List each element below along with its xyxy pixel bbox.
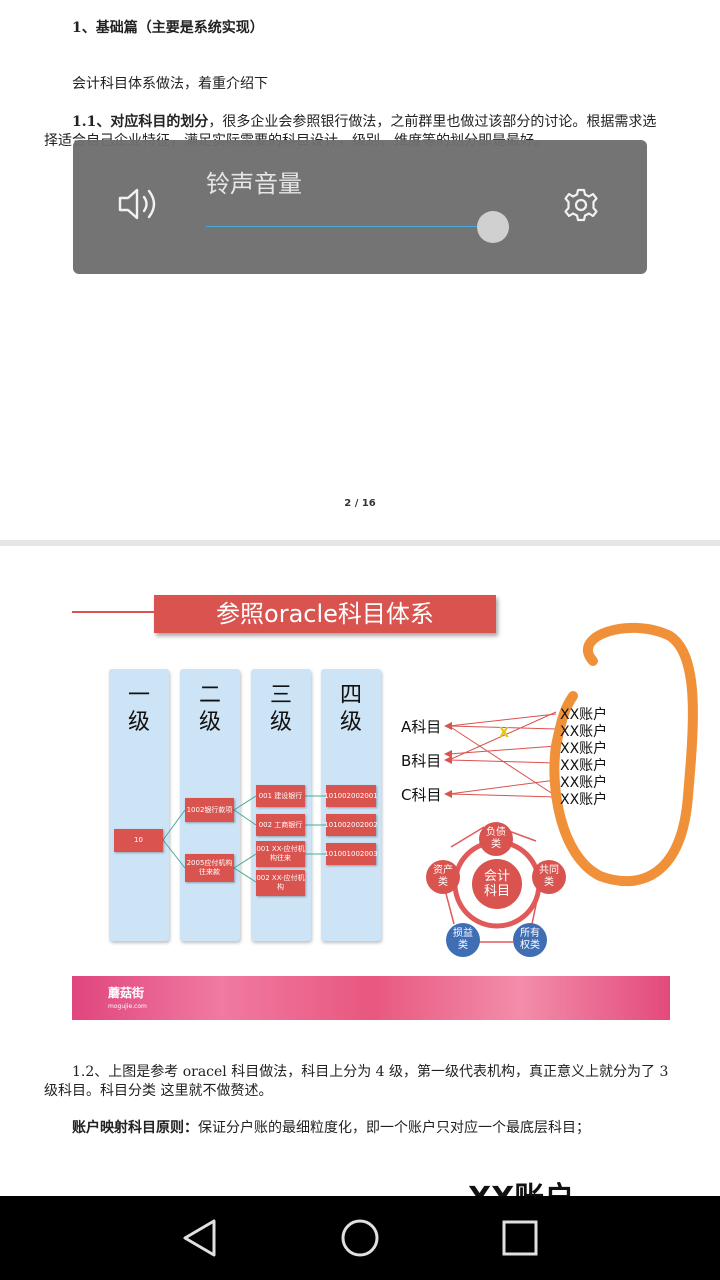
volume-panel: 铃声音量 bbox=[73, 140, 647, 274]
home-circle-icon[interactable] bbox=[336, 1214, 384, 1262]
cycle-profit-loss: 损益 类 bbox=[446, 923, 480, 957]
intro-paragraph: 会计科目体系做法，着重介绍下 bbox=[72, 76, 268, 92]
navigation-bar bbox=[0, 1196, 720, 1280]
cycle-liability: 负债 类 bbox=[479, 822, 513, 856]
section-heading: 1、基础篇（主要是系统实现） bbox=[72, 20, 264, 36]
cycle-asset: 资产 类 bbox=[426, 860, 460, 894]
level-label-1: 一 级 bbox=[127, 683, 150, 735]
account-c-label: C科目 bbox=[401, 786, 442, 804]
cut-off-image-text: XX账户 bbox=[468, 1182, 574, 1196]
slide-title: 参照oracle科目体系 bbox=[154, 595, 496, 633]
section-1-1-text: ，很多企业会参照银行做法，之前群里也做过该部分的讨论。根据需求选 bbox=[208, 114, 657, 130]
node-l3-b: 002 工商银行 bbox=[256, 814, 305, 836]
level-label-4: 四 级 bbox=[339, 683, 362, 735]
principle-title: 账户映射科目原则： bbox=[72, 1120, 198, 1136]
principle-paragraph: 账户映射科目原则：保证分户账的最细粒度化，即一个账户只对应一个最底层科目； bbox=[72, 1118, 590, 1138]
slide-image: 参照oracle科目体系 一 级 二 级 三 级 四 级 bbox=[0, 546, 720, 1036]
volume-slider-thumb[interactable] bbox=[477, 211, 510, 243]
account-b-label: B科目 bbox=[401, 752, 442, 770]
annotation-circle bbox=[549, 622, 698, 887]
principle-text: 保证分户账的最细粒度化，即一个账户只对应一个最底层科目； bbox=[198, 1120, 590, 1136]
section-1-1-line1: 1.1、对应科目的划分，很多企业会参照银行做法，之前群里也做过该部分的讨论。根据… bbox=[72, 112, 656, 132]
cycle-equity: 所有 权类 bbox=[513, 923, 547, 957]
volume-title: 铃声音量 bbox=[206, 170, 302, 198]
cycle-common: 共同 类 bbox=[532, 860, 566, 894]
gear-icon[interactable] bbox=[563, 187, 599, 223]
xx-account-4: XX账户 bbox=[560, 758, 608, 774]
node-l4-b: 101002002002 bbox=[324, 814, 378, 836]
section-1-1-title: 1.1、对应科目的划分 bbox=[72, 114, 209, 130]
xx-account-1: XX账户 bbox=[560, 707, 608, 723]
node-l3-d: 002 XX-应付机构 bbox=[256, 870, 305, 896]
node-l2-b: 2005应付机构往来款 bbox=[185, 854, 234, 882]
xx-account-6: XX账户 bbox=[560, 792, 608, 808]
para-1-2-line1: 1.2、上图是参考 oracel 科目做法，科目上分为 4 级，第一级代表机构，… bbox=[72, 1064, 669, 1080]
node-l4-a: 101002002001 bbox=[324, 785, 378, 807]
xx-account-3: XX账户 bbox=[560, 741, 608, 757]
level-label-2: 二 级 bbox=[198, 683, 221, 735]
document-page-3: 参照oracle科目体系 一 级 二 级 三 级 四 级 bbox=[0, 546, 720, 1196]
node-l2-a: 1002银行款项 bbox=[185, 798, 234, 822]
xx-account-2: XX账户 bbox=[560, 724, 608, 740]
xx-account-5: XX账户 bbox=[560, 775, 608, 791]
node-root: 10 bbox=[114, 829, 163, 852]
account-a-label: A科目 bbox=[401, 718, 442, 736]
mogujie-logo: 蘑菇街 mogujie.com bbox=[108, 986, 147, 1010]
para-1-2-line2: 级科目。科目分类 这里就不做赘述。 bbox=[44, 1083, 273, 1099]
back-triangle-icon[interactable] bbox=[176, 1214, 224, 1262]
level-column-1 bbox=[109, 669, 169, 941]
cycle-center: 会计 科目 bbox=[472, 859, 522, 909]
node-l3-a: 001 建设银行 bbox=[256, 785, 305, 807]
speaker-icon[interactable] bbox=[117, 186, 161, 222]
node-l4-c: 101001002003 bbox=[324, 843, 378, 865]
node-l3-c: 001 XX-应付机构往来 bbox=[256, 841, 305, 867]
volume-slider[interactable] bbox=[206, 226, 502, 227]
slide-footer-banner: 蘑菇街 mogujie.com bbox=[72, 976, 670, 1020]
recents-square-icon[interactable] bbox=[496, 1214, 544, 1262]
title-accent-line bbox=[72, 611, 156, 613]
cross-mark-icon: X bbox=[499, 726, 510, 741]
level-label-3: 三 级 bbox=[269, 683, 292, 735]
page-separator bbox=[0, 540, 720, 546]
page-number: 2 / 16 bbox=[344, 498, 376, 509]
